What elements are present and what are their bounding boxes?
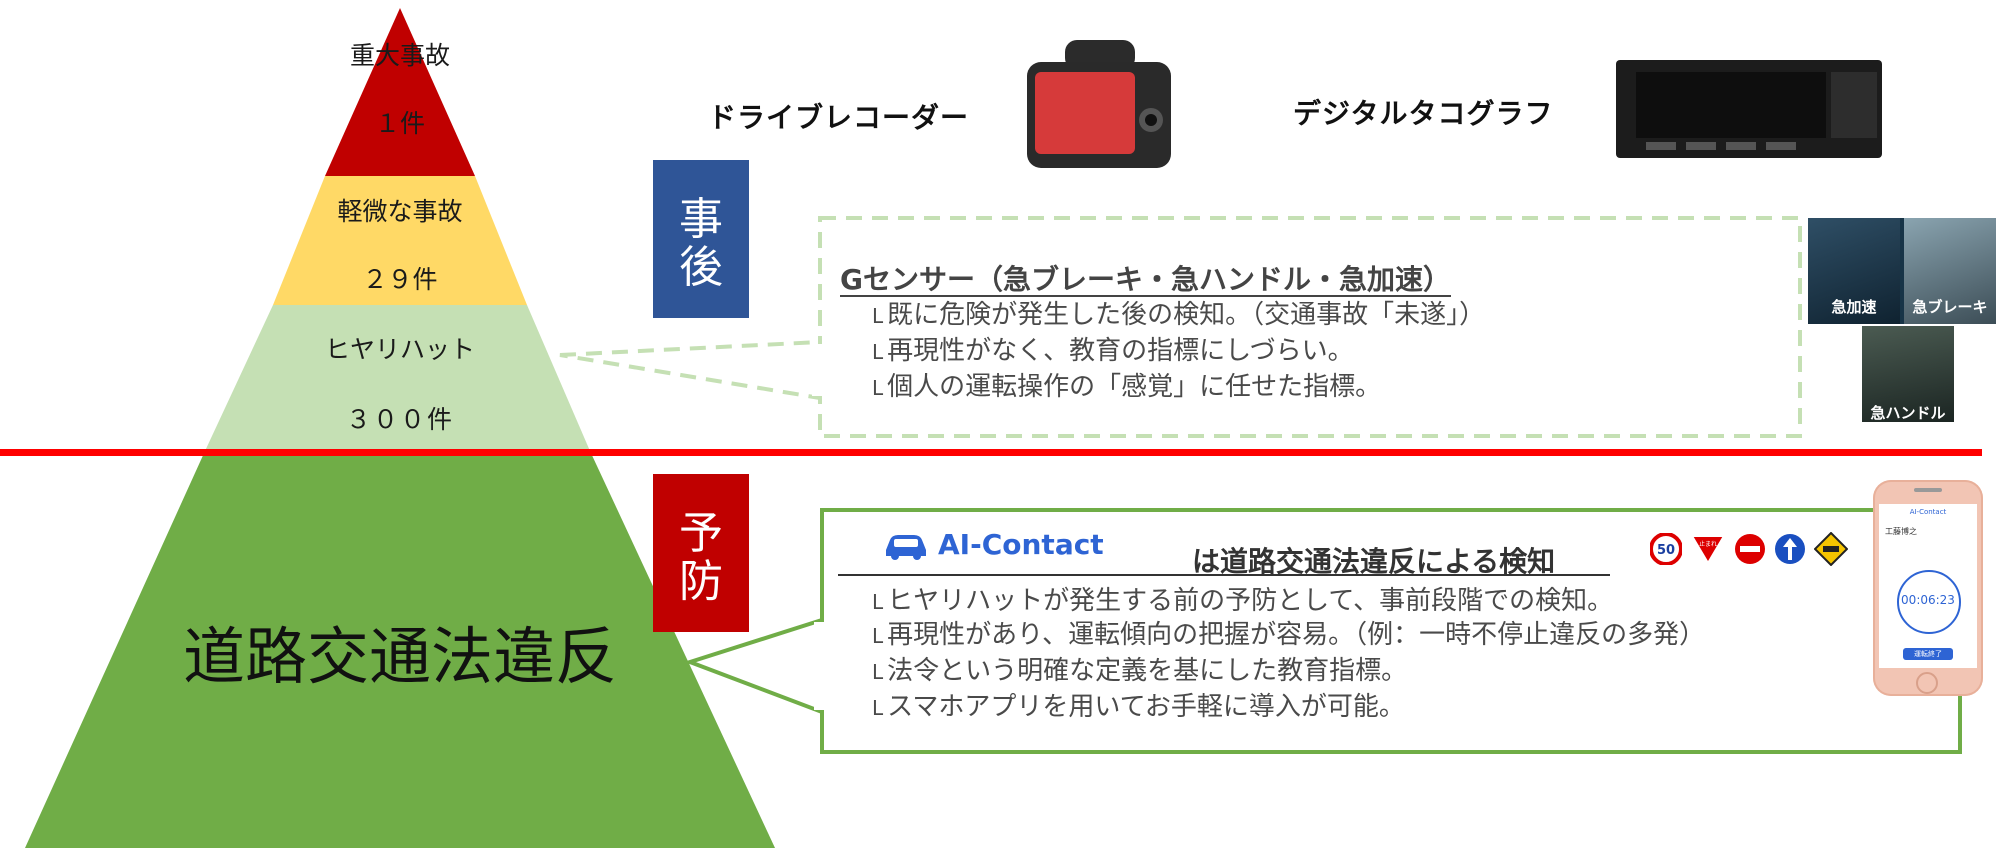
after-tag-text: 事後 — [679, 194, 723, 293]
tier-serious-label: 重大事故 — [349, 41, 450, 70]
prevention-tag-text: 予防 — [679, 508, 723, 607]
acceleration-image — [1808, 218, 1900, 324]
no-entry-sign-icon — [1735, 534, 1765, 564]
divider-line — [0, 449, 1982, 456]
stop-sign-icon: 止まれ — [1690, 535, 1726, 565]
tier-serious-count: １件 — [374, 109, 425, 138]
bullet-mark: L — [872, 696, 884, 720]
after-heading: Gセンサー（急ブレーキ・急ハンドル・急加速） — [840, 263, 1451, 296]
bullet-mark: L — [872, 376, 884, 400]
railroad-crossing-sign-icon — [1814, 532, 1848, 566]
digital-tachograph-image — [1616, 60, 1882, 158]
bullet-mark: L — [872, 624, 884, 648]
stop-sign-text: 止まれ — [1699, 540, 1717, 548]
bullet-mark: L — [872, 340, 884, 364]
tier-minor-count: ２９件 — [362, 265, 438, 294]
phone-screen: AI-Contact 工藤博之 00:06:23 運転終了 — [1879, 504, 1977, 668]
acceleration-caption: 急加速 — [1831, 298, 1877, 316]
after-bullet-text: 個人の運転操作の「感覚」に任せた指標。 — [887, 372, 1382, 402]
tier-nearmiss-label: ヒヤリハット — [324, 335, 475, 364]
prevention-bullet-text: 再現性があり、運転傾向の把握が容易。（例：一時不停止違反の多発） — [887, 620, 1706, 650]
steering-caption: 急ハンドル — [1870, 404, 1946, 422]
steering-image: 急ハンドル — [1862, 326, 1954, 422]
road-signs: 50 止まれ — [1650, 532, 1848, 566]
phone-user-name: 工藤博之 — [1885, 527, 1917, 536]
smartphone-image: AI-Contact 工藤博之 00:06:23 運転終了 — [1873, 480, 1983, 696]
phone-home-button — [1916, 672, 1938, 694]
braking-caption: 急ブレーキ — [1912, 298, 1988, 316]
bullet-mark: L — [872, 304, 884, 328]
phone-app-title: AI-Contact — [1909, 508, 1947, 516]
phone-timer: 00:06:23 — [1901, 593, 1955, 607]
pyramid-tier-minor — [273, 176, 527, 305]
prevention-bullet-text: 法令という明確な定義を基にした教育指標。 — [887, 656, 1408, 686]
pyramid-tier-serious — [325, 8, 475, 176]
drive-recorder-label: ドライブレコーダー — [708, 101, 970, 134]
after-tag: 事後 — [653, 160, 749, 318]
prevention-tag: 予防 — [653, 474, 749, 632]
after-callout-pointer — [559, 339, 822, 401]
after-callout-box — [818, 216, 1802, 438]
pyramid-tier-nearmiss — [205, 305, 590, 451]
braking-image — [1904, 218, 1996, 324]
ai-contact-logo-text: AI-Contact — [938, 528, 1104, 561]
prevention-bullet-text: ヒヤリハットが発生する前の予防として、事前段階での検知。 — [887, 586, 1614, 616]
after-bullet-text: 再現性がなく、教育の指標にしづらい。 — [887, 336, 1354, 366]
speed-limit-text: 50 — [1657, 543, 1675, 558]
phone-timer-ring — [1897, 570, 1961, 634]
speed-limit-50-sign-icon: 50 — [1650, 533, 1682, 565]
g-sensor-images: 急加速 急ブレーキ — [1808, 218, 1996, 324]
prevention-callout-box — [820, 508, 1962, 754]
digital-tachograph-label: デジタルタコグラフ — [1293, 97, 1554, 130]
prevention-callout-pointer — [683, 617, 824, 715]
prevention-heading: は道路交通法違反による検知 — [1192, 545, 1556, 578]
phone-speaker — [1914, 488, 1942, 492]
drive-recorder-image — [1027, 40, 1171, 168]
tier-nearmiss-count: ３００件 — [345, 405, 454, 434]
pyramid-tier-violation — [25, 451, 775, 848]
prevention-heading-underline — [838, 574, 1610, 576]
bullet-mark: L — [872, 660, 884, 684]
one-way-sign-icon — [1775, 534, 1805, 564]
prevention-bullet-text: スマホアプリを用いてお手軽に導入が可能。 — [887, 692, 1405, 722]
after-bullet-text: 既に危険が発生した後の検知。（交通事故「未遂」） — [887, 300, 1486, 330]
tier-minor-label: 軽微な事故 — [337, 197, 463, 226]
bullet-mark: L — [872, 590, 884, 614]
tier-violation-label: 道路交通法違反 — [182, 620, 617, 693]
phone-end-drive-button: 運転終了 — [1903, 648, 1953, 660]
ai-contact-logo: AI-Contact — [882, 528, 1104, 561]
car-icon — [886, 534, 926, 560]
